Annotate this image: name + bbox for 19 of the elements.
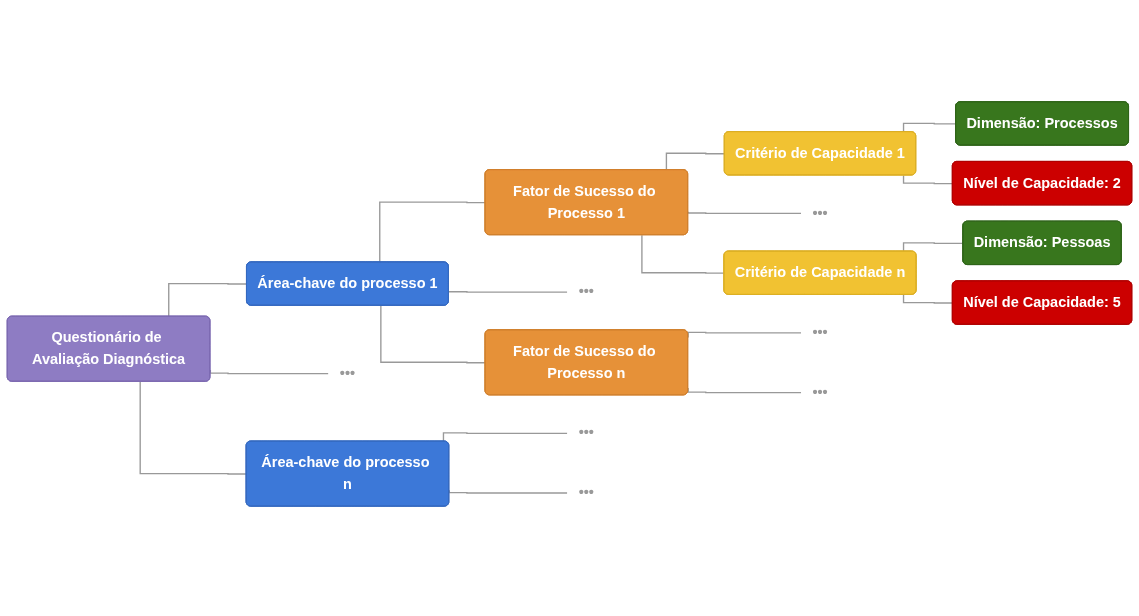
connector [902,294,954,304]
node-text: ••• [578,424,594,441]
node-text: ••• [812,384,828,400]
connector [442,432,569,443]
connector [448,290,569,293]
connector [665,152,726,171]
connector [902,122,957,133]
node-text: ••• [578,283,594,299]
connector [448,489,569,494]
connector [902,174,954,185]
node-text: ••• [339,365,356,381]
connector [641,234,725,274]
connector [902,242,964,253]
node-text: ••• [812,204,828,221]
connector [139,381,248,475]
connector [687,211,803,215]
node-text: ••• [578,484,594,500]
connector [168,282,248,318]
node-text: ••• [812,324,828,340]
